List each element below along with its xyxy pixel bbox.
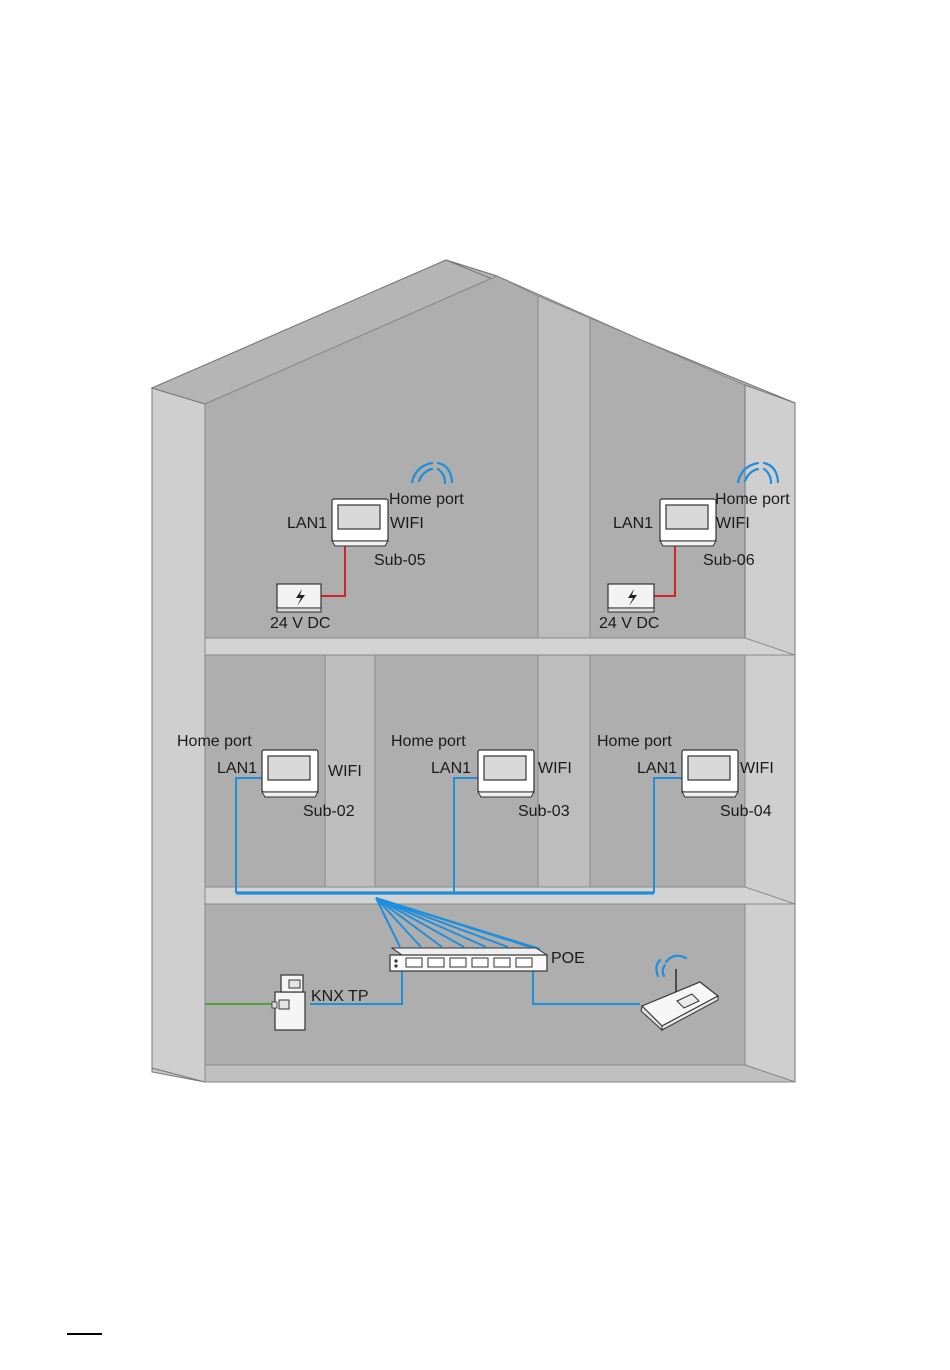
monitor-sub02: [262, 750, 318, 797]
power-supply-label: 24 V DC: [599, 615, 659, 632]
home-port-label: Home port: [389, 491, 464, 508]
monitor-sub06: [660, 499, 716, 546]
monitor-sub03: [478, 750, 534, 797]
wifi-label: WIFI: [740, 760, 774, 777]
power-supply-label: 24 V DC: [270, 615, 330, 632]
attic-partition: [538, 296, 590, 655]
poe-label: POE: [551, 950, 585, 967]
wifi-label: WIFI: [328, 763, 362, 780]
wifi-label: WIFI: [390, 515, 424, 532]
device-label-sub04: Sub-04: [720, 803, 772, 820]
middle-partition-right: [538, 655, 590, 903]
wifi-label: WIFI: [716, 515, 750, 532]
lan1-label: LAN1: [613, 515, 653, 532]
device-label-sub03: Sub-03: [518, 803, 570, 820]
home-port-label: Home port: [597, 733, 672, 750]
lower-slab: [205, 887, 795, 904]
poe-switch-icon: [390, 948, 547, 971]
device-label-sub05: Sub-05: [374, 552, 426, 569]
upper-slab: [205, 638, 795, 655]
home-port-label: Home port: [177, 733, 252, 750]
monitor-sub04: [682, 750, 738, 797]
wifi-label: WIFI: [538, 760, 572, 777]
monitor-sub05: [332, 499, 388, 546]
home-port-label: Home port: [391, 733, 466, 750]
power-supply-sub05: [277, 584, 321, 612]
lan1-label: LAN1: [217, 760, 257, 777]
home-port-label: Home port: [715, 491, 790, 508]
lan1-label: LAN1: [431, 760, 471, 777]
right-wall: [745, 385, 795, 1082]
knx-tp-label: KNX TP: [311, 988, 369, 1005]
power-supply-sub06: [608, 584, 654, 612]
lan1-label: LAN1: [287, 515, 327, 532]
device-label-sub02: Sub-02: [303, 803, 355, 820]
device-label-sub06: Sub-06: [703, 552, 755, 569]
lan1-label: LAN1: [637, 760, 677, 777]
ground-slab: [205, 1065, 795, 1082]
